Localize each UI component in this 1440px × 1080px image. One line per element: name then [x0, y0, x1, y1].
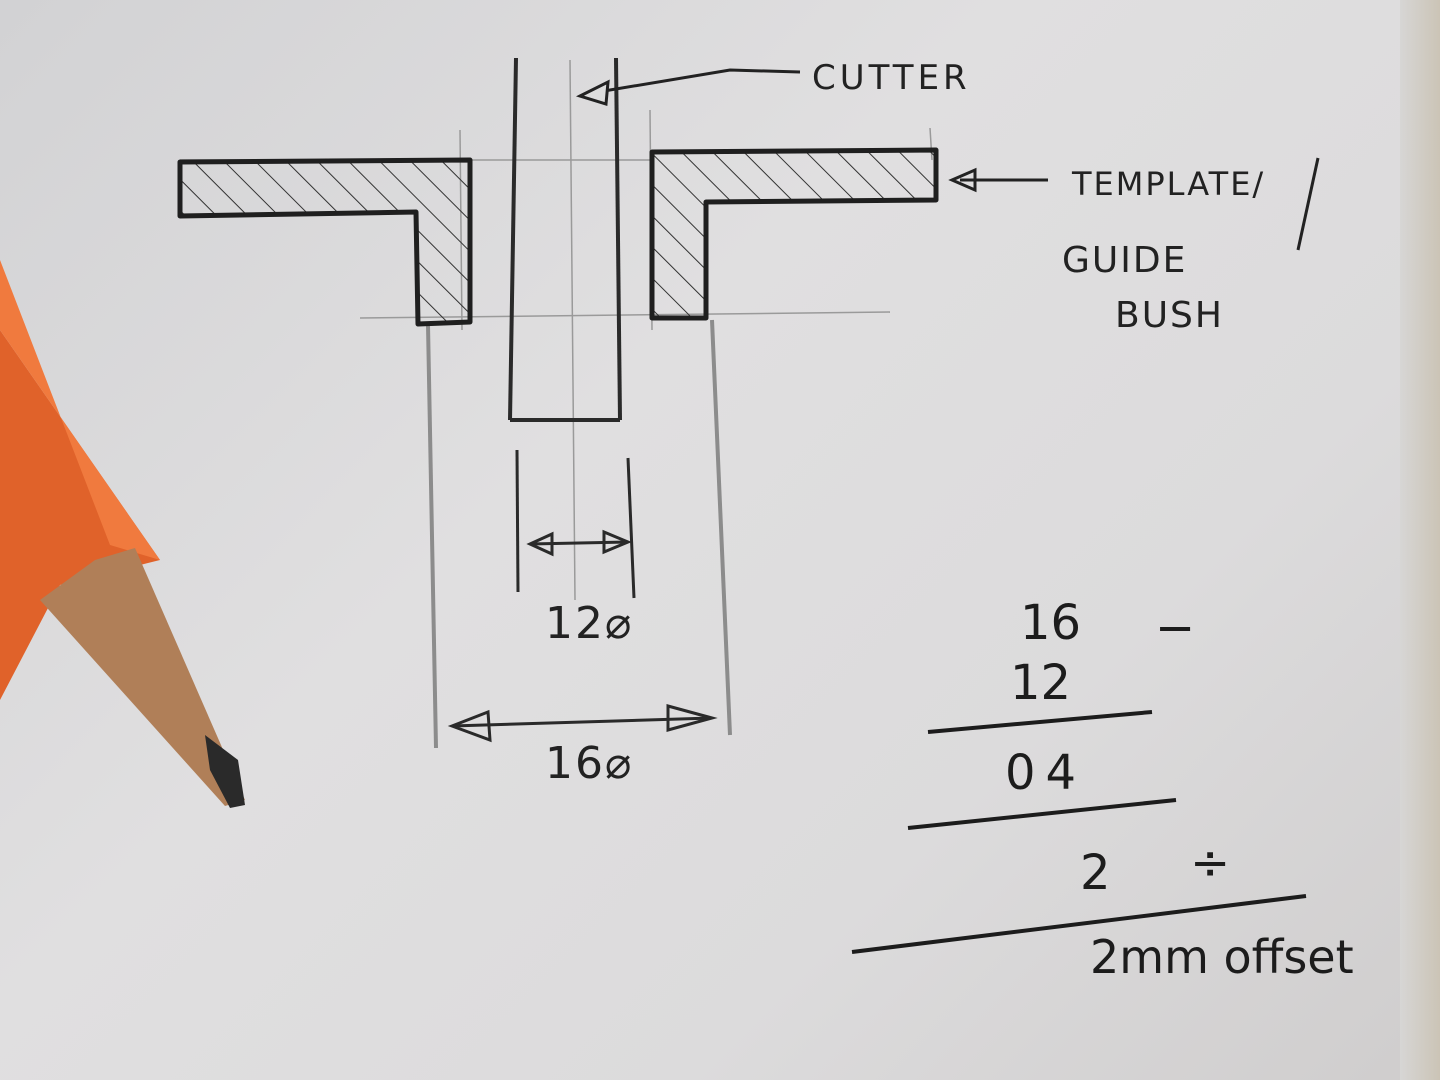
calc-line-16: 16: [1020, 595, 1082, 651]
template-label: TEMPLATE/: [1072, 165, 1266, 203]
paper-edge: [1400, 0, 1440, 1080]
cutter-dimension: [515, 449, 636, 599]
cutter-diameter-label: 12⌀: [545, 598, 634, 649]
calculation-rules: [851, 710, 1307, 954]
guide-label: GUIDE: [1062, 240, 1188, 281]
template-leader: [948, 157, 1320, 251]
bush-dimension: [447, 704, 718, 743]
calc-result: 2mm offset: [1090, 930, 1354, 984]
cutter: [508, 57, 622, 422]
bush-diameter-lines: [426, 319, 732, 749]
bush-label: BUSH: [1115, 295, 1224, 336]
template-right-section: [649, 147, 939, 321]
calc-divide: ÷: [1190, 835, 1231, 891]
bush-diameter-label: 16⌀: [545, 738, 634, 789]
cutter-label: CUTTER: [812, 58, 971, 98]
calc-line-2: 2: [1080, 845, 1111, 901]
construction-lines: [180, 59, 933, 601]
calc-line-12: 12: [1010, 655, 1072, 711]
calc-line-04: 04: [1005, 745, 1087, 801]
cutter-leader: [575, 68, 801, 106]
pencil: [0, 260, 245, 808]
template-left-section: [177, 157, 473, 327]
calc-minus: −: [1155, 600, 1196, 656]
